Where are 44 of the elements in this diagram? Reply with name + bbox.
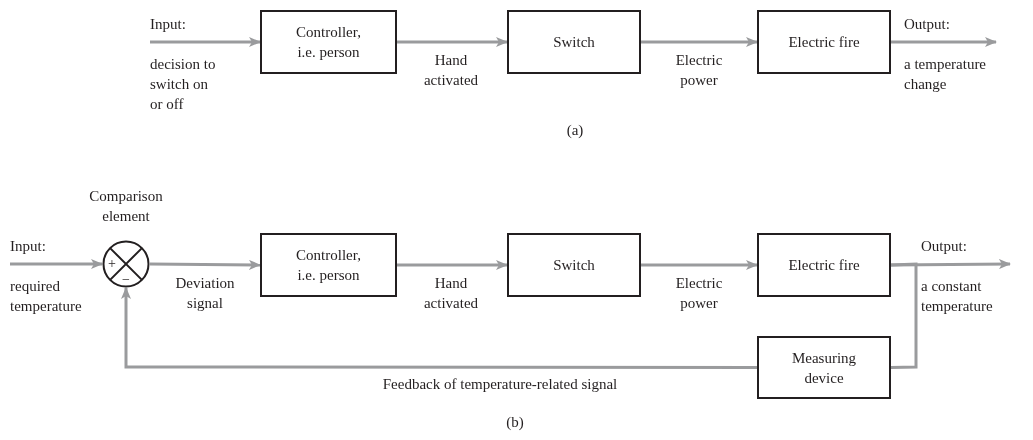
panel-caption: (a) bbox=[565, 121, 585, 140]
panel-caption: (b) bbox=[505, 413, 525, 432]
edge-label: Output: bbox=[921, 237, 968, 256]
input-description: decision to switch on or off bbox=[150, 55, 217, 114]
arrow bbox=[150, 259, 261, 270]
edge-label: Electric power bbox=[674, 51, 724, 90]
box-label: Controller, i.e. person bbox=[295, 23, 362, 62]
process-box bbox=[507, 10, 641, 74]
arrow bbox=[397, 260, 508, 270]
process-box bbox=[757, 336, 891, 399]
summing-junction bbox=[102, 240, 150, 288]
process-box bbox=[757, 233, 891, 297]
arrow bbox=[891, 37, 997, 47]
arrow bbox=[150, 37, 261, 47]
box-label: Switch bbox=[553, 33, 595, 52]
box-label: Electric fire bbox=[788, 256, 860, 275]
edge-label: Deviation signal bbox=[174, 274, 236, 313]
box-label: Measuring device bbox=[790, 348, 858, 388]
output-description: a constant temperature bbox=[921, 277, 994, 316]
box-label: Switch bbox=[553, 256, 595, 275]
output-description: a temperature change bbox=[904, 55, 988, 94]
element-label: Comparison element bbox=[88, 187, 164, 226]
input-description: required temperature bbox=[10, 277, 83, 316]
process-box bbox=[757, 10, 891, 74]
arrow bbox=[10, 259, 103, 269]
process-box bbox=[260, 233, 397, 297]
arrow bbox=[641, 260, 758, 270]
edge-label: Output: bbox=[904, 15, 951, 34]
edge-label: Electric power bbox=[674, 274, 724, 313]
edge-label: Hand activated bbox=[422, 274, 480, 313]
edge-label: Feedback of temperature-related signal bbox=[381, 375, 619, 394]
arrow bbox=[121, 287, 757, 369]
plus-sign: + bbox=[107, 256, 117, 272]
connector-line bbox=[890, 262, 918, 369]
arrow bbox=[397, 37, 508, 47]
edge-label: Input: bbox=[150, 15, 187, 34]
minus-sign: − bbox=[121, 273, 131, 287]
edge-label: Hand activated bbox=[422, 51, 480, 90]
box-label: Electric fire bbox=[788, 33, 860, 52]
arrow bbox=[641, 37, 758, 47]
process-box bbox=[260, 10, 397, 74]
box-label: Controller, i.e. person bbox=[295, 246, 362, 285]
process-box bbox=[507, 233, 641, 297]
edge-label: Input: bbox=[10, 237, 47, 256]
